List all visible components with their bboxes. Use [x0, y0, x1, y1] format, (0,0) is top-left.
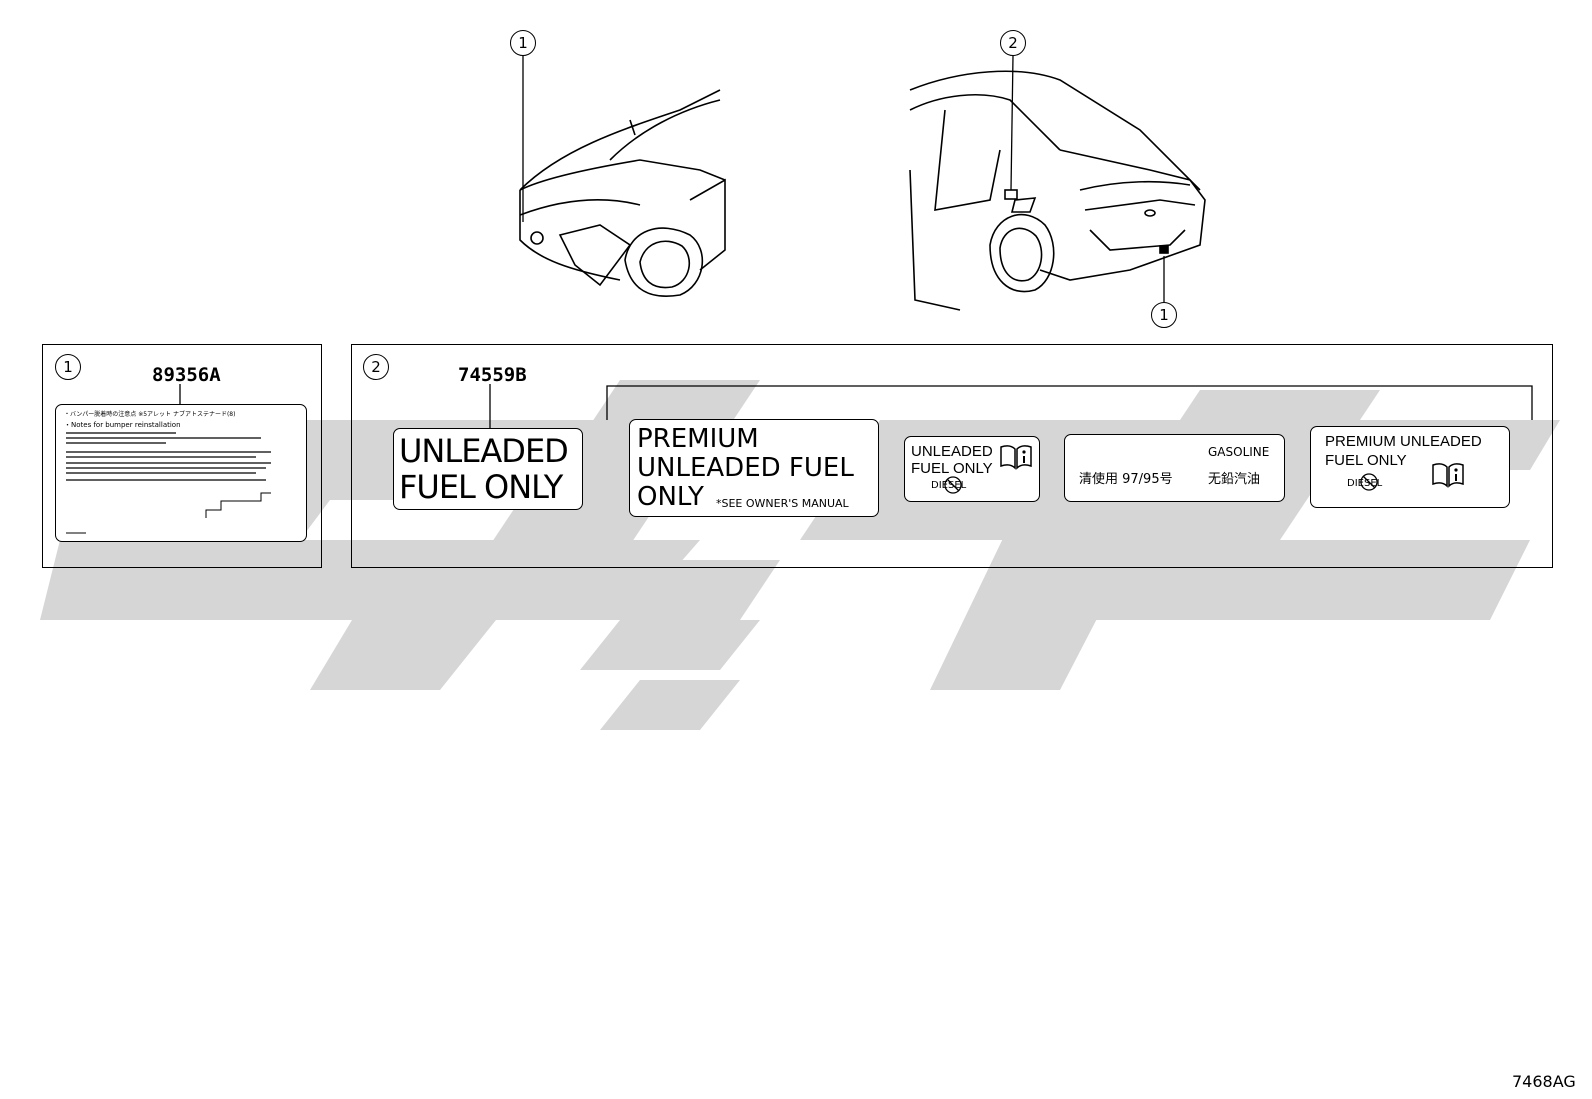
- premium-unleaded-no-diesel-label: PREMIUM UNLEADED FUEL ONLY DIESEL: [1310, 426, 1510, 508]
- label-c-line-2: FUEL ONLY: [911, 460, 993, 477]
- no-diesel-icon: [944, 476, 962, 494]
- panel-1-callout: 1: [55, 354, 81, 380]
- panel-2-part-number: 74559B: [458, 364, 527, 386]
- rear-car-drawing: [909, 70, 1206, 311]
- unleaded-no-diesel-label: UNLEADED FUEL ONLY DIESEL: [904, 436, 1040, 502]
- label-a-line-2: FUEL ONLY: [399, 468, 563, 506]
- label-b-line-2: UNLEADED FUEL: [637, 453, 854, 483]
- gasoline-chinese-label: GASOLINE 清使用 97/95号 无鉛汽油: [1064, 434, 1285, 502]
- label-e-stamp: DIESEL: [1347, 478, 1383, 489]
- callout-2-rear: 2: [1000, 30, 1026, 56]
- figure-id: 7468AG: [1512, 1072, 1576, 1091]
- callout-1-front: 1: [510, 30, 536, 56]
- bumper-notes-label: ・バンパー脱着時の注意点 ※5アレット ナブアトステナード(8) ・Notes …: [55, 404, 307, 542]
- label-b-line-1: PREMIUM: [637, 424, 759, 454]
- label-e-line-1: PREMIUM UNLEADED: [1325, 433, 1482, 450]
- label-c-stamp: DIESEL: [931, 480, 967, 491]
- front-car-drawing: [519, 89, 726, 297]
- label-a-line-1: UNLEADED: [399, 432, 569, 470]
- label-c-line-1: UNLEADED: [911, 443, 993, 460]
- bumper-notes-body-lines: [66, 432, 271, 534]
- book-info-icon: [1000, 445, 1032, 470]
- label-d-left: 清使用 97/95号: [1079, 472, 1173, 487]
- callout-1-rear: 1: [1151, 302, 1177, 328]
- label-d-top: GASOLINE: [1208, 445, 1270, 459]
- panel-2-callout: 2: [363, 354, 389, 380]
- book-info-icon: [1432, 463, 1464, 488]
- no-diesel-icon: [1360, 473, 1378, 491]
- unleaded-fuel-only-label: UNLEADED FUEL ONLY: [393, 428, 583, 510]
- premium-unleaded-label: PREMIUM UNLEADED FUEL ONLY *SEE OWNER'S …: [629, 419, 879, 517]
- panel-1: [42, 344, 322, 568]
- label-e-line-2: FUEL ONLY: [1325, 452, 1407, 469]
- label-b-note: *SEE OWNER'S MANUAL: [716, 497, 849, 510]
- panel-2: [351, 344, 1553, 568]
- label-b-line-3: ONLY: [637, 482, 704, 512]
- bumper-notes-line-2: ・Notes for bumper reinstallation: [64, 421, 181, 429]
- bumper-notes-line-1: ・バンパー脱着時の注意点 ※5アレット ナブアトステナード(8): [64, 411, 236, 418]
- label-d-right: 无鉛汽油: [1208, 472, 1261, 487]
- leader-lines: [179, 55, 1533, 428]
- panel-1-part-number: 89356A: [152, 364, 221, 386]
